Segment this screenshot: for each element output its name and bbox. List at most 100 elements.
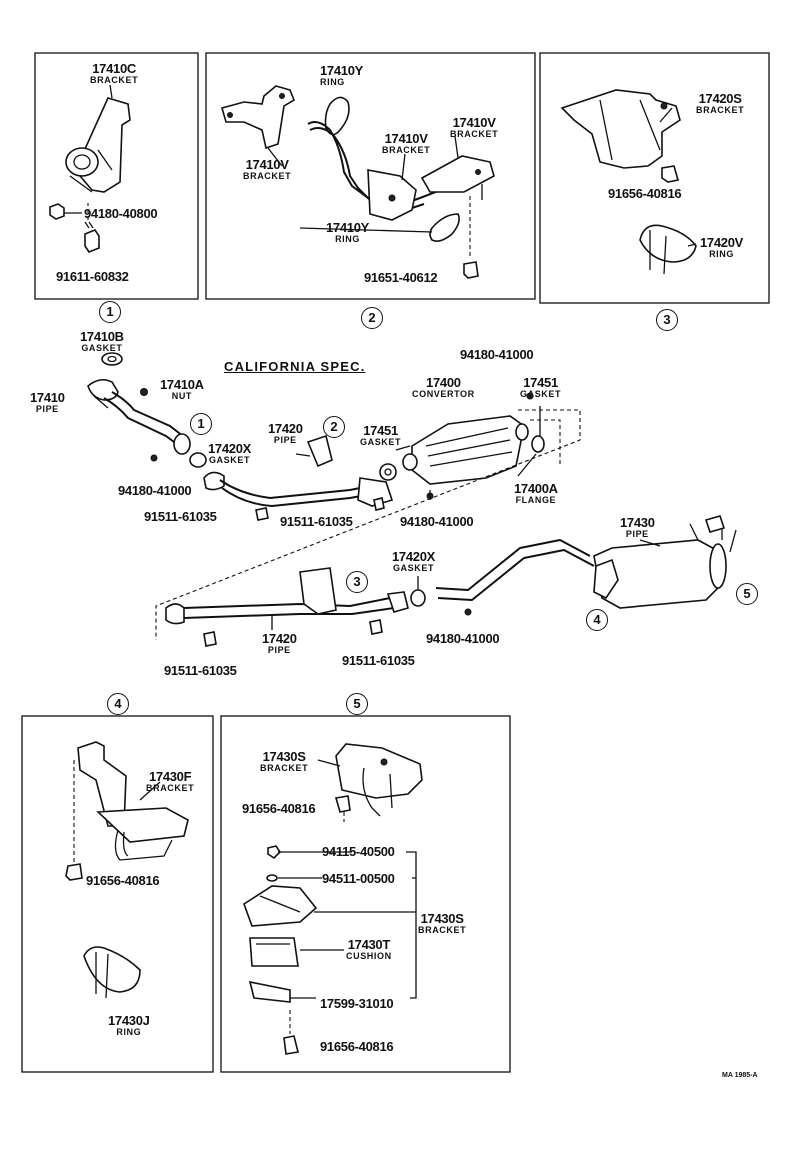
- part-number: 91656-40816: [608, 186, 682, 201]
- part-name: GASKET: [520, 389, 562, 399]
- part-number: 17420X: [208, 441, 252, 456]
- part-name: CONVERTOR: [412, 389, 475, 399]
- bolt-91511-61035-c-drawing: [203, 631, 217, 647]
- part-name: PIPE: [625, 529, 649, 539]
- label-bolt-91656-40816-box4: 91656-40816: [86, 874, 160, 887]
- section-marker-2: 2: [361, 307, 383, 329]
- label-ring-17410y-top: 17410Y RING: [320, 64, 363, 87]
- section-marker-3-callout: 3: [346, 571, 368, 593]
- part-number: 17420: [262, 631, 297, 646]
- label-nut-94180-40800: 94180-40800: [84, 206, 158, 221]
- label-pipe-17420-bottom: 17420 PIPE: [262, 632, 297, 655]
- label-nut-94180-41000-a: 94180-41000: [118, 484, 192, 497]
- leader-lines-general: [93, 84, 697, 801]
- label-pipe-17430: 17430 PIPE: [620, 516, 655, 539]
- section-marker-1: 1: [99, 301, 121, 323]
- section-marker-3: 3: [656, 309, 678, 331]
- convertor-17400-drawing: [402, 415, 529, 485]
- part-name: RING: [320, 77, 345, 87]
- part-number: 17430S: [420, 911, 464, 926]
- label-pipe-17420-top: 17420 PIPE: [268, 422, 303, 445]
- section-marker-4-callout: 4: [586, 609, 608, 631]
- label-bolt-91656-40816-box3: 91656-40816: [608, 186, 682, 201]
- part-number: 91511-61035: [342, 653, 415, 668]
- part-number: 17430J: [108, 1013, 150, 1028]
- washer-94511-00500-drawing: [266, 874, 278, 882]
- label-gasket-17451-a: 17451 GASKET: [360, 424, 401, 447]
- label-ring-17430j: 17430J RING: [108, 1014, 150, 1037]
- part-number: 94115-40500: [322, 844, 395, 859]
- bolt-91651-40612-drawing: [463, 196, 479, 279]
- part-name: GASKET: [81, 343, 123, 353]
- section-marker-4: 4: [107, 693, 129, 715]
- bolt-91511-61035-b-drawing: [373, 497, 385, 511]
- part-number: 17410Y: [326, 220, 370, 235]
- part-number: 17420X: [392, 549, 436, 564]
- part-number: 17410B: [80, 329, 124, 344]
- part-name: BRACKET: [418, 925, 467, 935]
- part-number: 17430F: [148, 769, 192, 784]
- part-number: 91511-61035: [280, 514, 353, 529]
- bolt-91656-40816-top-drawing: [334, 795, 351, 822]
- part-number: 17410C: [92, 61, 136, 76]
- label-gasket-17420x-top: 17420X GASKET: [208, 442, 251, 465]
- panel-frame-5: [220, 715, 511, 1073]
- part-number: 17420: [268, 421, 303, 436]
- bracket-17420s-drawing: [560, 89, 681, 169]
- label-gasket-17451-b: 17451 GASKET: [520, 376, 561, 399]
- bracket-17430f-drawing: [73, 741, 189, 866]
- label-bracket-17430s-assy: 17430S BRACKET: [418, 912, 466, 935]
- ring-17430j-drawing: [83, 946, 141, 999]
- panel-frame-1: [34, 52, 199, 300]
- nut-94180-41000-a-drawing: [150, 454, 158, 462]
- part-name: NUT: [171, 391, 193, 401]
- part-name: PIPE: [35, 404, 59, 414]
- label-bracket-17430f: 17430F BRACKET: [146, 770, 194, 793]
- section-marker-2-callout: 2: [323, 416, 345, 438]
- bracket-17430s-assy-drawing: [243, 885, 318, 927]
- part-name: BRACKET: [696, 105, 745, 115]
- bolt-91656-40816-box3-drawing: [661, 165, 680, 183]
- label-bolt-91511-61035-b: 91511-61035: [280, 515, 353, 528]
- label-gasket-17420x-bottom: 17420X GASKET: [392, 550, 435, 573]
- ring-17410y-top-drawing: [324, 96, 350, 136]
- part-name: BRACKET: [90, 75, 139, 85]
- label-nut-94180-41000-b: 94180-41000: [460, 348, 534, 361]
- label-nut-94180-41000-c: 94180-41000: [400, 515, 474, 528]
- label-bolt-17599-31010: 17599-31010: [320, 996, 394, 1011]
- exhaust-hanger-rod-drawing: [307, 121, 483, 221]
- bolt-91611-60832-drawing: [84, 203, 100, 253]
- part-number: 94180-41000: [426, 631, 500, 646]
- label-nut-94180-41000-d: 94180-41000: [426, 631, 500, 646]
- label-convertor-17400: 17400 CONVERTOR: [412, 376, 475, 399]
- section-marker-5-callout: 5: [736, 583, 758, 605]
- panel-frame-2: [205, 52, 536, 300]
- bracket-17430s-top-drawing: [335, 743, 423, 817]
- part-name: PIPE: [267, 645, 291, 655]
- part-number: 91611-60832: [56, 269, 129, 284]
- label-bracket-17410v-right: 17410V BRACKET: [450, 116, 498, 139]
- label-bracket-17410c: 17410C BRACKET: [90, 62, 138, 85]
- part-number: 17410: [30, 390, 65, 405]
- part-number: 94180-40800: [84, 206, 158, 221]
- bolt-91656-40816-box4-drawing: [65, 863, 83, 881]
- reference-code: MA 1985-A: [722, 1072, 758, 1079]
- label-bracket-17420s: 17420S BRACKET: [696, 92, 744, 115]
- part-name: BRACKET: [382, 145, 431, 155]
- part-name: PIPE: [273, 435, 297, 445]
- part-name: GASKET: [392, 563, 435, 573]
- nut-94180-41000-d-drawing: [464, 608, 472, 616]
- part-number: 17599-31010: [320, 996, 394, 1011]
- part-name: CUSHION: [346, 951, 392, 961]
- label-washer-94511-00500: 94511-00500: [322, 872, 395, 885]
- part-number: 91656-40816: [242, 801, 316, 816]
- panel-frame-3: [539, 52, 770, 304]
- label-bracket-17410v-left: 17410V BRACKET: [243, 158, 291, 181]
- bolt-91511-61035-a-drawing: [255, 507, 269, 521]
- ring-17410y-bottom-drawing: [429, 213, 460, 242]
- part-number: 17451: [523, 375, 558, 390]
- bolt-17599-31010-drawing: [248, 980, 291, 1003]
- gasket-17410b-drawing: [101, 352, 123, 366]
